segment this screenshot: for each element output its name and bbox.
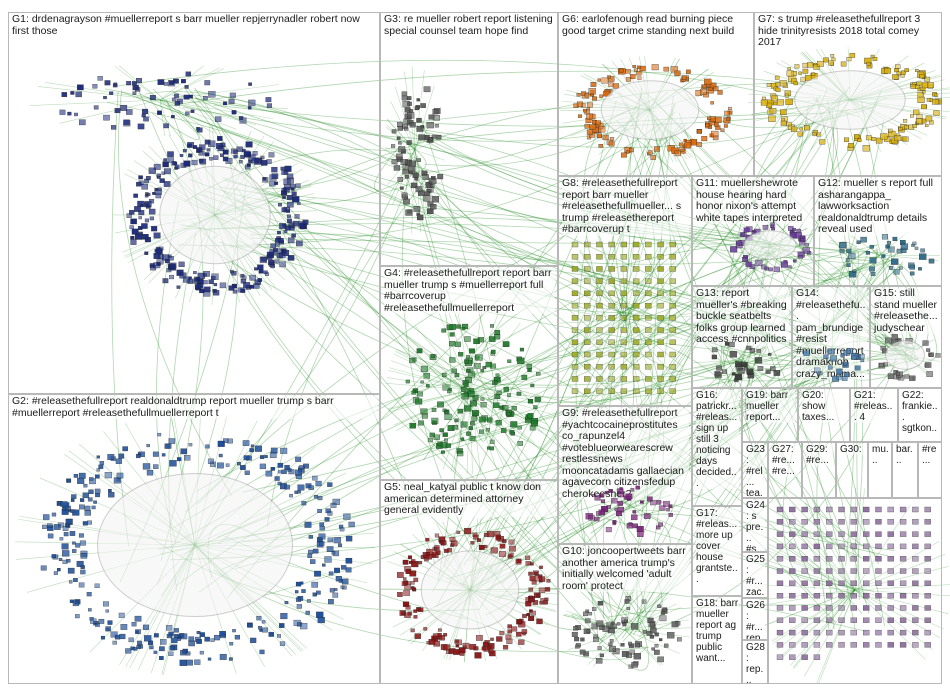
- group-box-g25: G25: #r... zac...: [742, 552, 768, 598]
- group-label-g17: G17: #releas... more up cover house gran…: [696, 508, 739, 585]
- group-box-g8: G8: #releasethefullreport report barr mu…: [558, 176, 692, 406]
- group-box-g12: G12: mueller s report full asharangappa_…: [814, 176, 942, 286]
- group-box-g4: G4: #releasethefullreport report barr mu…: [380, 266, 558, 480]
- group-label-g11: G11: muellershewrote house hearing hard …: [696, 177, 811, 224]
- group-label-g7: G7: s trump #releasethefullreport 3 hide…: [758, 13, 939, 49]
- group-box-g27: G27: #re... #re...: [768, 442, 802, 498]
- group-label-g8: G8: #releasethefullreport report barr mu…: [562, 177, 689, 236]
- group-label-g12: G12: mueller s report full asharangappa_…: [818, 177, 939, 236]
- group-box-g24: G24: s pre... #s... a: [742, 498, 768, 552]
- group-label-g18: G18: barr mueller report ag trump public…: [696, 598, 739, 664]
- group-label-g30: G30:: [840, 444, 865, 455]
- group-box-g15: G15: still stand mueller #releasethe... …: [870, 286, 942, 388]
- group-box-g30: G30:: [836, 442, 868, 498]
- group-box-g19: G19: barr mueller report...: [742, 388, 798, 442]
- group-box-g23: G23: #rel... tea... #m...: [742, 442, 768, 498]
- group-label-g31: mu...: [872, 444, 889, 466]
- group-box-g17: G17: #releas... more up cover house gran…: [692, 506, 742, 596]
- group-label-g13: G13: report mueller's #breaking buckle s…: [696, 287, 789, 346]
- group-label-g3: G3: re mueller robert report listening s…: [384, 13, 555, 37]
- group-box-g31: mu...: [868, 442, 892, 498]
- group-label-g16: G16: patrickr... #releas... sign up stil…: [696, 390, 739, 489]
- group-label-g28: G28: rep...: [746, 642, 765, 684]
- group-box-g7: G7: s trump #releasethefullreport 3 hide…: [754, 12, 942, 176]
- group-label-g4: G4: #releasethefullreport report barr mu…: [384, 267, 555, 314]
- group-label-g20: G20: show taxes...: [802, 390, 847, 423]
- group-box-g1: G1: drdenagrayson #muellerreport s barr …: [8, 12, 380, 394]
- group-box-small-clusters: [768, 498, 942, 684]
- group-label-g5: G5: neal_katyal public t know don americ…: [384, 481, 555, 517]
- group-box-g29: G29: #re...: [802, 442, 836, 498]
- group-box-g18: G18: barr mueller report ag trump public…: [692, 596, 742, 684]
- group-label-g2: G2: #releasethefullreport realdonaldtrum…: [12, 395, 377, 419]
- group-label-g19: G19: barr mueller report...: [746, 390, 795, 423]
- group-box-g5: G5: neal_katyal public t know don americ…: [380, 480, 558, 684]
- group-label-g23: G23: #rel... tea... #m...: [746, 444, 765, 497]
- group-label-g33: #re...: [922, 444, 939, 466]
- group-box-g22: G22: frankie... sgtkon...: [898, 388, 942, 442]
- group-box-g20: G20: show taxes...: [798, 388, 850, 442]
- group-box-g32: bar...: [892, 442, 918, 498]
- group-box-g6: G6: earlofenough read burning piece good…: [558, 12, 754, 176]
- group-box-g26: G26: #r... rep...: [742, 598, 768, 640]
- group-box-g33: #re...: [918, 442, 942, 498]
- group-label-g21: G21: #releas... 4: [854, 390, 895, 423]
- group-box-g3: G3: re mueller robert report listening s…: [380, 12, 558, 266]
- group-label-g10: G10: joncoopertweets barr another americ…: [562, 545, 689, 592]
- group-box-g11: G11: muellershewrote house hearing hard …: [692, 176, 814, 286]
- group-label-g1: G1: drdenagrayson #muellerreport s barr …: [12, 13, 377, 37]
- group-box-g10: G10: joncoopertweets barr another americ…: [558, 544, 692, 684]
- group-label-g29: G29: #re...: [806, 444, 833, 466]
- group-label-g24: G24: s pre... #s... a: [746, 500, 765, 551]
- group-label-g27: G27: #re... #re...: [772, 444, 799, 477]
- group-box-g28: G28: rep...: [742, 640, 768, 684]
- group-label-g15: G15: still stand mueller #releasethe... …: [874, 287, 939, 334]
- group-label-g32: bar...: [896, 444, 915, 466]
- group-box-g2: G2: #releasethefullreport realdonaldtrum…: [8, 394, 380, 684]
- group-label-g25: G25: #r... zac...: [746, 554, 765, 597]
- group-label-g26: G26: #r... rep...: [746, 600, 765, 639]
- group-label-g9: G9: #releasethefullreport #yachtcocainep…: [562, 407, 689, 500]
- group-label-g6: G6: earlofenough read burning piece good…: [562, 13, 751, 37]
- group-box-g9: G9: #releasethefullreport #yachtcocainep…: [558, 406, 692, 544]
- group-box-g21: G21: #releas... 4: [850, 388, 898, 442]
- group-box-g13: G13: report mueller's #breaking buckle s…: [692, 286, 792, 388]
- group-label-g22: G22: frankie... sgtkon...: [902, 390, 939, 441]
- group-box-g16: G16: patrickr... #releas... sign up stil…: [692, 388, 742, 506]
